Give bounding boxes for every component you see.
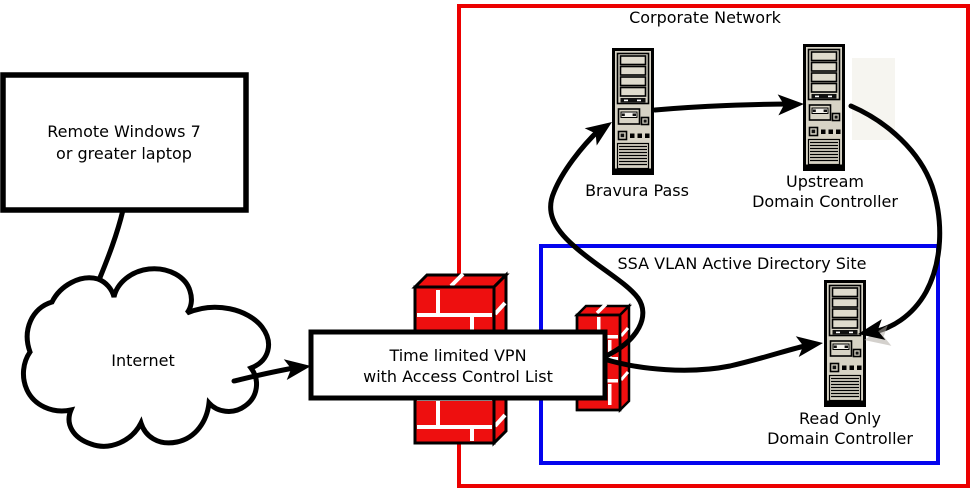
- laptop-label-line1: Remote Windows 7: [47, 122, 201, 141]
- rodc-label-line2: Domain Controller: [767, 429, 913, 448]
- vpn-label-line2: with Access Control List: [363, 367, 553, 386]
- upstream-to-rodc-arrow: [848, 103, 943, 335]
- upstream-dc-label-line1: Upstream: [786, 172, 864, 191]
- server-icon-rodc: [824, 280, 866, 407]
- vpn-to-bravura-arrow: [548, 126, 646, 360]
- cloud-icon: [20, 266, 272, 449]
- upstream-dc-label-line2: Domain Controller: [752, 192, 898, 211]
- vpn-label-line1: Time limited VPN: [388, 346, 526, 365]
- vpn-node: Time limited VPN with Access Control Lis…: [308, 329, 608, 401]
- vpn-to-rodc-arrow: [601, 342, 812, 373]
- bravura-to-upstream-arrow: [652, 101, 795, 113]
- laptop-node: Remote Windows 7 or greater laptop: [0, 72, 249, 213]
- rodc-label-line1: Read Only: [799, 409, 881, 428]
- vpn-box: [308, 329, 608, 401]
- arrows: [231, 101, 943, 384]
- server-icon-bravura-pass: [612, 48, 654, 175]
- laptop-to-internet-link: [96, 209, 126, 281]
- server-icon-upstream-dc: [803, 44, 845, 171]
- corporate-network-border: [457, 4, 970, 488]
- corporate-network-zone: [457, 4, 970, 488]
- laptop-label-line2: or greater laptop: [56, 144, 192, 163]
- corporate-network-label: Corporate Network: [629, 8, 782, 27]
- internet-label: Internet: [111, 351, 175, 370]
- ssa-vlan-label: SSA VLAN Active Directory Site: [618, 254, 867, 273]
- laptop-box: [0, 72, 249, 213]
- bravura-label: Bravura Pass: [585, 181, 689, 200]
